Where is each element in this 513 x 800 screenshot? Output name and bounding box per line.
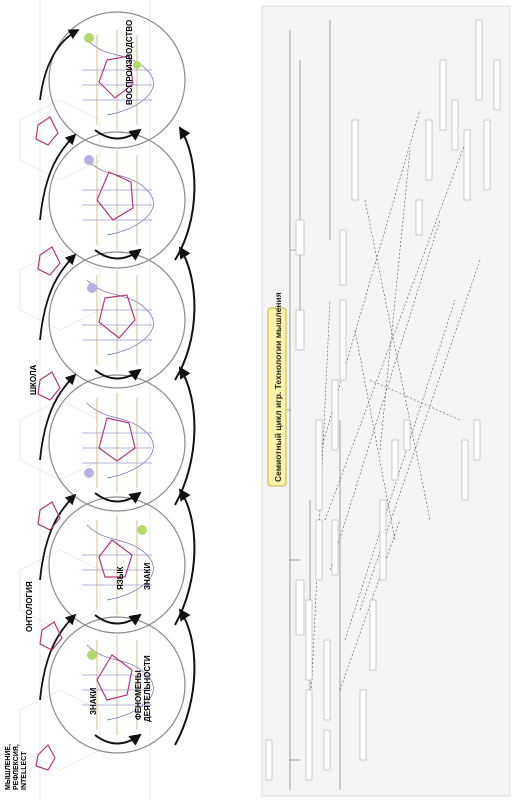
transition-arrows: [174, 126, 196, 746]
label-language: ЯЗЫК: [116, 566, 125, 590]
left-connector-arrows: [39, 29, 80, 701]
label-ontology: ОНТОЛОГИЯ: [25, 581, 34, 632]
stage-circle-4: [48, 251, 186, 389]
label-activity: ДЕЯТЕЛЬНОСТИ: [143, 655, 152, 722]
circle-chain-diagram: МЫШЛЕНИЕ, РЕФЛЕКСИЯ, INTELLECT ОНТОЛОГИЯ…: [5, 0, 196, 800]
mindmap-nodes: [265, 19, 501, 781]
circle-inner-structures: [82, 30, 154, 735]
inner-cycle-arrows: [94, 128, 142, 746]
mindmap-branch-lines: [272, 20, 341, 790]
label-school: ШКОЛА: [29, 364, 38, 395]
stage-circle-2: [48, 496, 186, 634]
label-reproduction: ВОСПРОИЗВОДСТВО: [125, 20, 134, 105]
background-grid: [19, 0, 151, 800]
stage-circle-1: [48, 616, 186, 754]
central-topic-title: Семиотный цикл игр. Технологии мышления: [273, 292, 283, 482]
label-thinking: МЫШЛЕНИЕ,: [5, 744, 12, 790]
mindmap-diagram: Семиотный цикл игр. Технологии мышления: [261, 5, 511, 797]
central-topic: Семиотный цикл игр. Технологии мышления: [267, 292, 287, 487]
label-phenomena: ФЕНОМЕНЫ: [134, 670, 143, 720]
stage-circle-3: [48, 374, 186, 512]
stage-circle-5: [48, 131, 186, 269]
pentagon-markers: [35, 116, 63, 771]
label-signs-2: ЗНАКИ: [143, 563, 152, 590]
label-intellect: INTELLECT: [21, 751, 28, 790]
stage-circle-6: [48, 11, 186, 149]
label-signs-1: ЗНАКИ: [89, 688, 98, 715]
mindmap-background: [261, 5, 511, 797]
label-reflection: РЕФЛЕКСИЯ,: [13, 744, 20, 790]
